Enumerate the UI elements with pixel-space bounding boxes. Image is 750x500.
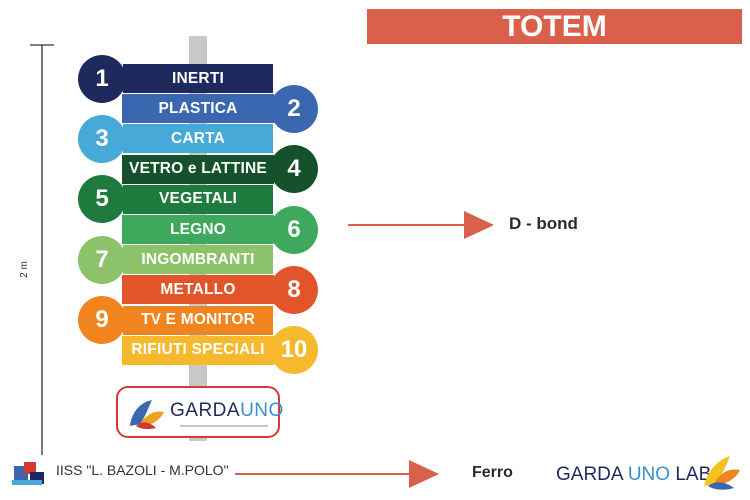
gardauno-lab-wordmark: GARDA UNO LAB	[556, 464, 711, 486]
sign-bar-7: INGOMBRANTI	[123, 245, 273, 275]
wordmark-garda: GARDA	[170, 400, 241, 421]
sign-label: INGOMBRANTI	[141, 250, 255, 268]
sign-number-6: 6	[270, 205, 318, 254]
sign-material-label: D - bond	[509, 214, 578, 233]
height-label: 2 m	[18, 261, 30, 278]
sign-number-9: 9	[78, 296, 126, 345]
arrow-to-dbond	[348, 211, 494, 239]
sign-bar-9: TV E MONITOR	[123, 305, 273, 335]
sign-label: VETRO e LATTINE	[129, 160, 267, 178]
pole-material-label: Ferro	[472, 464, 513, 481]
height-dimension-line	[30, 44, 54, 455]
sign-label: VEGETALI	[159, 190, 237, 208]
sign-label: RIFIUTI SPECIALI	[131, 341, 265, 359]
butterfly-lab-icon	[704, 456, 740, 490]
school-logo-icon	[10, 458, 48, 488]
sign-bar-1: INERTI	[123, 64, 273, 93]
lab-garda: GARDA	[556, 464, 628, 485]
school-name: IISS "L. BAZOLI - M.POLO"	[56, 462, 229, 478]
sign-label: LEGNO	[169, 220, 227, 238]
sign-bar-5: VEGETALI	[123, 184, 273, 214]
sign-number-8: 8	[270, 265, 318, 314]
wordmark-uno: UNO	[240, 400, 284, 421]
sign-bar-2: PLASTICA	[122, 94, 274, 124]
lab-uno: UNO	[627, 464, 671, 485]
sign-number-5: 5	[78, 175, 126, 224]
sign-label: CARTA	[170, 129, 226, 147]
gardauno-wordmark: GARDAUNO	[170, 400, 284, 422]
sign-number-4: 4	[270, 145, 318, 194]
title-banner: TOTEM	[367, 9, 742, 44]
sign-number-1: 1	[78, 54, 126, 103]
sign-bar-6: LEGNO	[122, 215, 274, 244]
sign-label: PLASTICA	[158, 99, 238, 117]
sign-bar-4: VETRO e LATTINE	[122, 154, 274, 184]
sign-label: METALLO	[160, 280, 236, 298]
height-label-wrap: 2 m	[19, 252, 38, 292]
sign-label: TV E MONITOR	[140, 311, 256, 329]
sign-bar-10: RIFIUTI SPECIALI	[122, 335, 274, 365]
sign-bar-8: METALLO	[122, 275, 274, 305]
sign-number-7: 7	[78, 235, 126, 284]
butterfly-logo-icon	[130, 400, 164, 430]
sign-number-3: 3	[78, 114, 126, 163]
sign-number-2: 2	[270, 84, 318, 133]
sign-bar-3: CARTA	[123, 124, 273, 154]
arrow-to-ferro	[235, 460, 439, 488]
lab-lab: LAB	[670, 464, 712, 485]
sign-label: INERTI	[171, 69, 224, 87]
gardauno-logo-panel: GARDAUNO	[116, 386, 283, 438]
sign-number-10: 10	[270, 326, 318, 375]
logo-tagline-line	[180, 425, 268, 427]
